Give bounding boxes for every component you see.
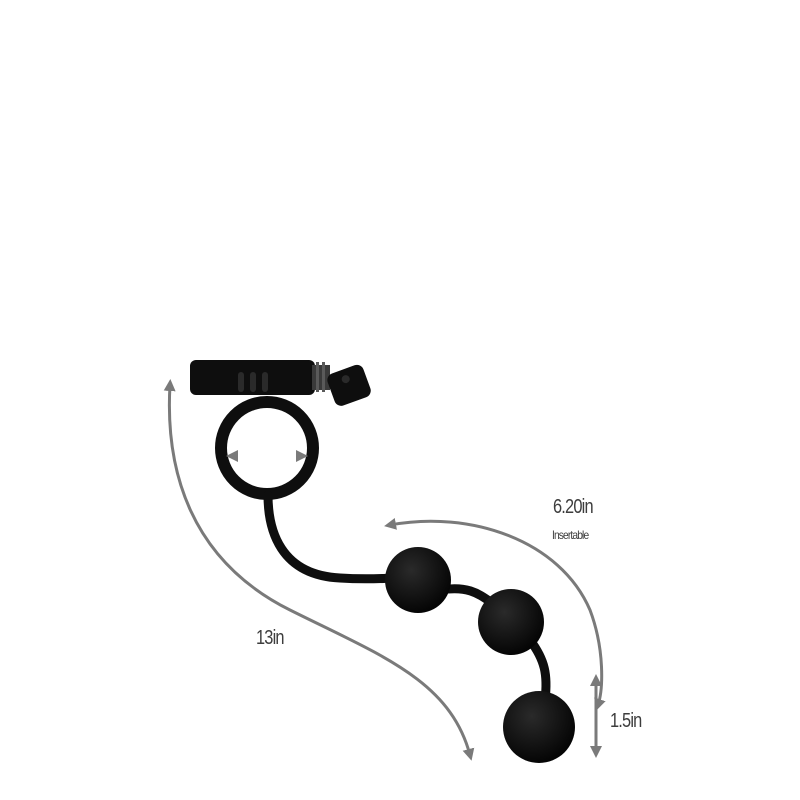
- ball-diameter-label: 1.5in: [610, 710, 642, 732]
- tether-cord: [263, 490, 405, 584]
- bead-1: [385, 547, 451, 613]
- cock-ring: [215, 396, 319, 500]
- ring-diameter-label: 2in: [253, 425, 273, 446]
- bead-2: [478, 589, 544, 655]
- bullet-vibrator: [190, 360, 371, 406]
- insertable-length-label: 6.20in: [553, 496, 594, 518]
- total-length-label: 13in: [256, 627, 285, 649]
- insertable-caption: Insertable: [552, 528, 589, 542]
- bead-3: [503, 691, 575, 763]
